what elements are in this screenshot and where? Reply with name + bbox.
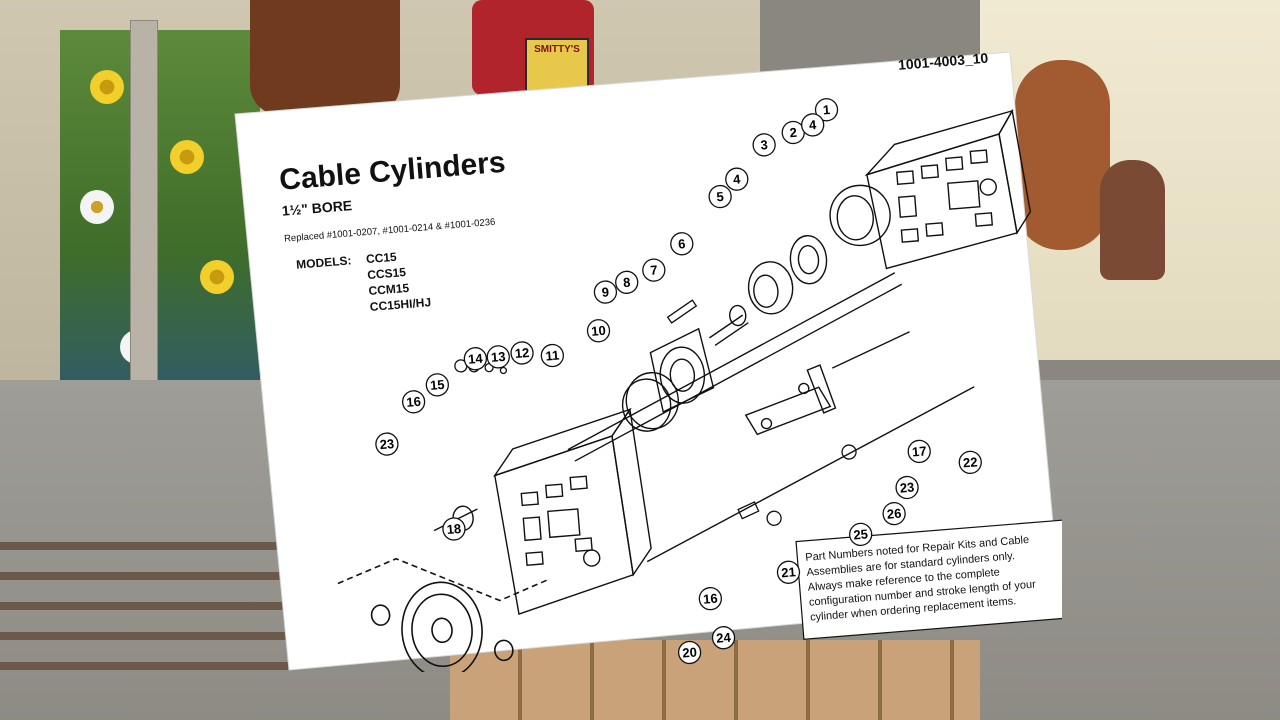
model-item: CCS15 xyxy=(367,265,407,282)
callout-label: 23 xyxy=(899,479,915,495)
callout-circle xyxy=(670,232,694,256)
callout-circle xyxy=(725,167,749,191)
callout-circle xyxy=(642,258,666,282)
callout-label: 6 xyxy=(678,236,686,252)
callout-circle xyxy=(801,113,825,137)
bore-subtitle: 1½" BORE xyxy=(281,197,352,219)
callout-label: 12 xyxy=(514,345,530,361)
callout-label: 2 xyxy=(789,125,797,141)
copper-dome xyxy=(1015,60,1110,250)
callout-circle xyxy=(615,270,639,294)
cable-bracket xyxy=(744,331,910,436)
callout-label: 7 xyxy=(650,262,658,278)
right-end-cap xyxy=(829,108,1032,270)
note-box xyxy=(795,519,1062,640)
callout-circle xyxy=(401,390,426,414)
callout-circle xyxy=(895,475,919,500)
callout-circle xyxy=(907,439,931,464)
fasteners xyxy=(454,299,857,526)
pulley-wheel xyxy=(337,557,549,672)
callout-group: 1234456789101112131415161617182021222323… xyxy=(375,98,982,665)
callout-circle xyxy=(882,501,906,526)
callout-circle xyxy=(711,626,736,650)
callout-label: 13 xyxy=(490,349,506,365)
callout-label: 1 xyxy=(822,102,830,118)
leather-robot xyxy=(250,0,400,115)
piston-assembly xyxy=(621,235,828,432)
mural-flower xyxy=(200,260,234,294)
callout-label: 9 xyxy=(601,284,609,300)
callout-circle xyxy=(752,133,776,157)
conveyor-rack xyxy=(0,520,290,680)
callout-circle xyxy=(375,432,399,456)
wood-pallet xyxy=(450,640,980,720)
callout-circle xyxy=(958,450,982,475)
callout-label: 8 xyxy=(623,275,631,291)
callout-circle xyxy=(442,517,466,541)
callout-circle xyxy=(776,560,801,584)
callout-circle xyxy=(463,347,488,371)
callout-label: 11 xyxy=(545,348,560,364)
smittys-sign-text: SMITTY'S xyxy=(534,44,580,55)
callout-circle xyxy=(677,640,702,665)
smittys-sign: SMITTY'S xyxy=(525,38,589,92)
callout-label: 22 xyxy=(962,454,978,470)
model-item: CCM15 xyxy=(368,281,410,298)
mural-flower xyxy=(90,70,124,104)
mural-flower xyxy=(170,140,204,174)
callout-label: 20 xyxy=(682,644,698,660)
callout-circle xyxy=(814,98,839,122)
callout-label: 26 xyxy=(886,506,902,522)
callout-label: 15 xyxy=(430,377,446,393)
callout-label: 14 xyxy=(468,351,484,367)
callout-label: 24 xyxy=(716,630,732,646)
flower-mural xyxy=(60,30,260,400)
copper-tank xyxy=(1100,160,1165,280)
parts-diagram-sheet: 1001-4003_10 Cable Cylinders 1½" BORE Re… xyxy=(232,52,1062,672)
callout-label: 5 xyxy=(716,189,724,205)
callout-label: 17 xyxy=(911,443,927,459)
callout-circle xyxy=(593,280,618,304)
callout-circle xyxy=(849,522,873,547)
steel-post xyxy=(130,20,158,412)
callout-label: 23 xyxy=(379,436,395,452)
callout-label: 16 xyxy=(406,394,422,410)
callout-circle xyxy=(586,319,611,343)
callout-circle xyxy=(698,586,723,611)
callout-label: 18 xyxy=(446,521,462,537)
callout-label: 16 xyxy=(703,591,719,607)
model-item: CC15 xyxy=(365,250,397,266)
callout-circle xyxy=(510,341,534,365)
callout-label: 4 xyxy=(733,171,742,187)
callout-label: 3 xyxy=(760,137,768,153)
callout-circle xyxy=(425,373,449,397)
mural-flower xyxy=(80,190,114,224)
callout-circle xyxy=(708,184,732,209)
parts-diagram: 1001-4003_10 Cable Cylinders 1½" BORE Re… xyxy=(234,52,1062,672)
models-label: MODELS: xyxy=(296,253,352,271)
callout-circle xyxy=(486,345,510,369)
callout-label: 10 xyxy=(591,323,607,339)
model-item: CC15HI/HJ xyxy=(369,295,431,314)
callout-label: 4 xyxy=(808,117,817,133)
callout-circle xyxy=(540,343,564,368)
callout-label: 21 xyxy=(781,564,797,580)
callout-label: 25 xyxy=(853,526,869,542)
